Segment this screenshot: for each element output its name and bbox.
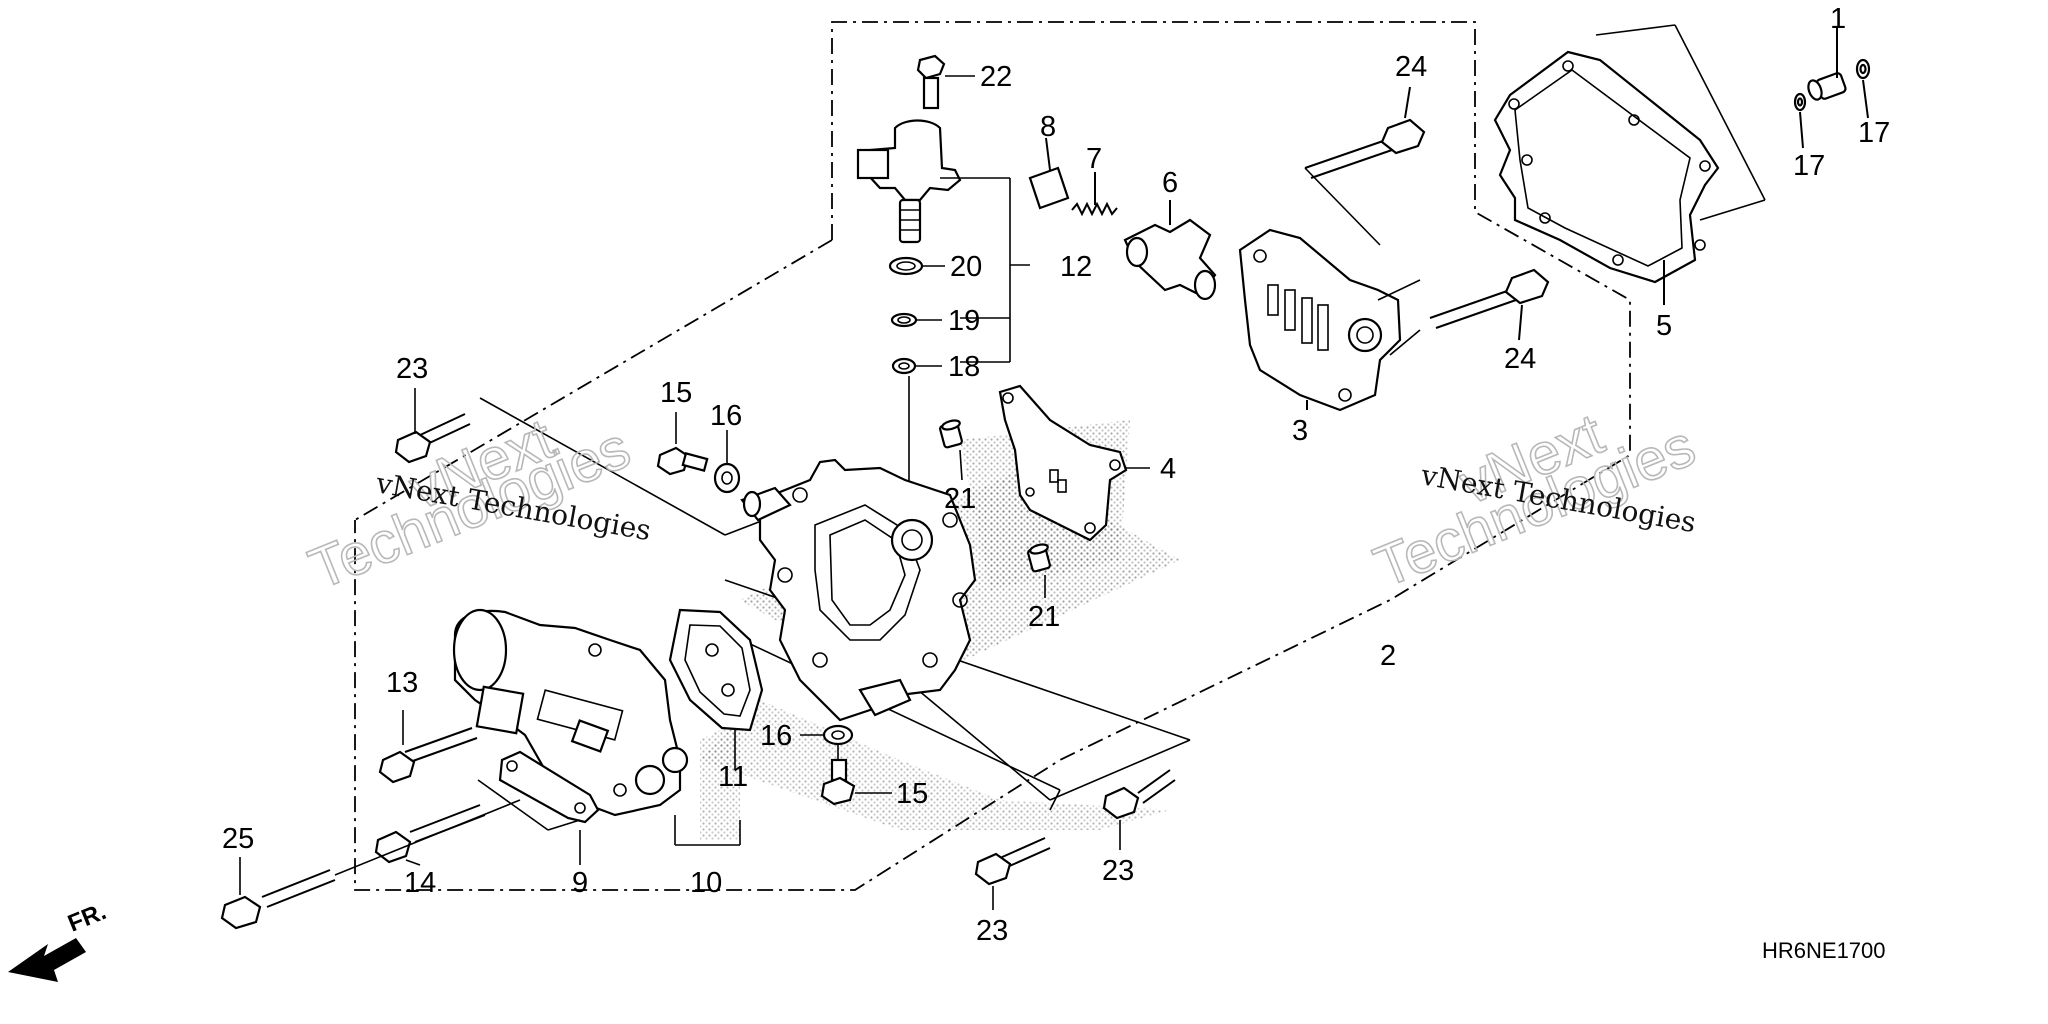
part-6-spool bbox=[1123, 200, 1217, 301]
part-15-bolt-lower bbox=[820, 745, 892, 806]
part-13-bolt bbox=[378, 710, 478, 784]
part-23-bolt-lower-left bbox=[974, 837, 1051, 910]
part-14-bolt bbox=[374, 804, 486, 866]
part-25-bolt bbox=[220, 799, 521, 930]
callout-21-lower: 21 bbox=[1028, 601, 1060, 633]
part-5-gasket bbox=[1493, 24, 1766, 305]
callout-17-left: 17 bbox=[1793, 150, 1825, 182]
callout-5: 5 bbox=[1656, 310, 1672, 342]
diagram-code: HR6NE1700 bbox=[1762, 938, 1886, 963]
part-16-washer-upper bbox=[713, 430, 741, 494]
callout-17-right: 17 bbox=[1858, 117, 1890, 149]
part-21-dowel-lower bbox=[1027, 543, 1051, 598]
callout-18: 18 bbox=[948, 351, 980, 383]
front-direction-arrow: FR. bbox=[8, 898, 110, 982]
callout-21-upper: 21 bbox=[944, 483, 976, 515]
part-1-plug bbox=[1807, 28, 1847, 101]
callout-9: 9 bbox=[572, 867, 588, 899]
callout-11: 11 bbox=[718, 761, 748, 793]
callout-2: 2 bbox=[1380, 640, 1396, 672]
callout-1: 1 bbox=[1830, 3, 1846, 35]
part-21-dowel-upper bbox=[939, 419, 963, 481]
part-10-solenoid bbox=[452, 608, 741, 846]
callout-14: 14 bbox=[404, 867, 436, 899]
watermark-right: vNext Technologies vNext Technologies bbox=[1365, 400, 1705, 600]
part-24-bolt-lower bbox=[1429, 268, 1550, 341]
callout-8: 8 bbox=[1040, 111, 1056, 143]
part-4-gasket bbox=[998, 384, 1150, 542]
callout-22: 22 bbox=[980, 61, 1012, 93]
valve-body bbox=[740, 458, 977, 722]
part-22-bolt bbox=[916, 54, 975, 110]
callout-24-lower: 24 bbox=[1504, 343, 1536, 375]
callout-7: 7 bbox=[1086, 143, 1102, 175]
callout-16-lower: 16 bbox=[760, 720, 792, 752]
callout-19: 19 bbox=[948, 305, 980, 337]
part-19-oring bbox=[890, 312, 942, 328]
callout-15-lower: 15 bbox=[896, 778, 928, 810]
part-3-cover bbox=[1238, 228, 1421, 412]
callout-16-upper: 16 bbox=[710, 400, 742, 432]
callout-15-upper: 15 bbox=[660, 377, 692, 409]
part-23-bolt-upper bbox=[394, 388, 471, 464]
callout-20: 20 bbox=[950, 251, 982, 283]
callout-4: 4 bbox=[1160, 453, 1176, 485]
callout-23-right: 23 bbox=[1102, 855, 1134, 887]
callout-13: 13 bbox=[386, 667, 418, 699]
part-24-bolt-upper bbox=[1304, 86, 1426, 246]
part-20-oring bbox=[888, 256, 945, 276]
callout-labels: 1 2 3 4 5 6 7 8 9 10 11 12 13 14 15 15 1… bbox=[222, 3, 1890, 947]
part-15-bolt-upper bbox=[656, 412, 709, 476]
part-11-gasket bbox=[668, 608, 764, 770]
part-8-plate bbox=[1028, 137, 1070, 210]
part-23-bolt-lower-right bbox=[1102, 769, 1176, 850]
callout-23-upper: 23 bbox=[396, 353, 428, 385]
callout-25: 25 bbox=[222, 823, 254, 855]
assembly-boundary bbox=[354, 21, 1631, 891]
callout-10: 10 bbox=[690, 867, 722, 899]
callout-24-upper: 24 bbox=[1395, 51, 1427, 83]
callout-23-bottom: 23 bbox=[976, 915, 1008, 947]
direction-label: FR. bbox=[64, 898, 110, 938]
part-16-washer-lower bbox=[800, 724, 854, 746]
part-12-solenoid bbox=[856, 119, 1030, 363]
callout-6: 6 bbox=[1162, 167, 1178, 199]
callout-3: 3 bbox=[1292, 415, 1308, 447]
part-9-plate bbox=[477, 750, 600, 865]
part-7-spring bbox=[1071, 172, 1118, 217]
part-18-oring bbox=[891, 357, 942, 375]
part-17-washers bbox=[1793, 58, 1871, 149]
callout-12: 12 bbox=[1060, 251, 1092, 283]
watermark-left: vNext Technologies vNext Technologies bbox=[300, 405, 654, 602]
